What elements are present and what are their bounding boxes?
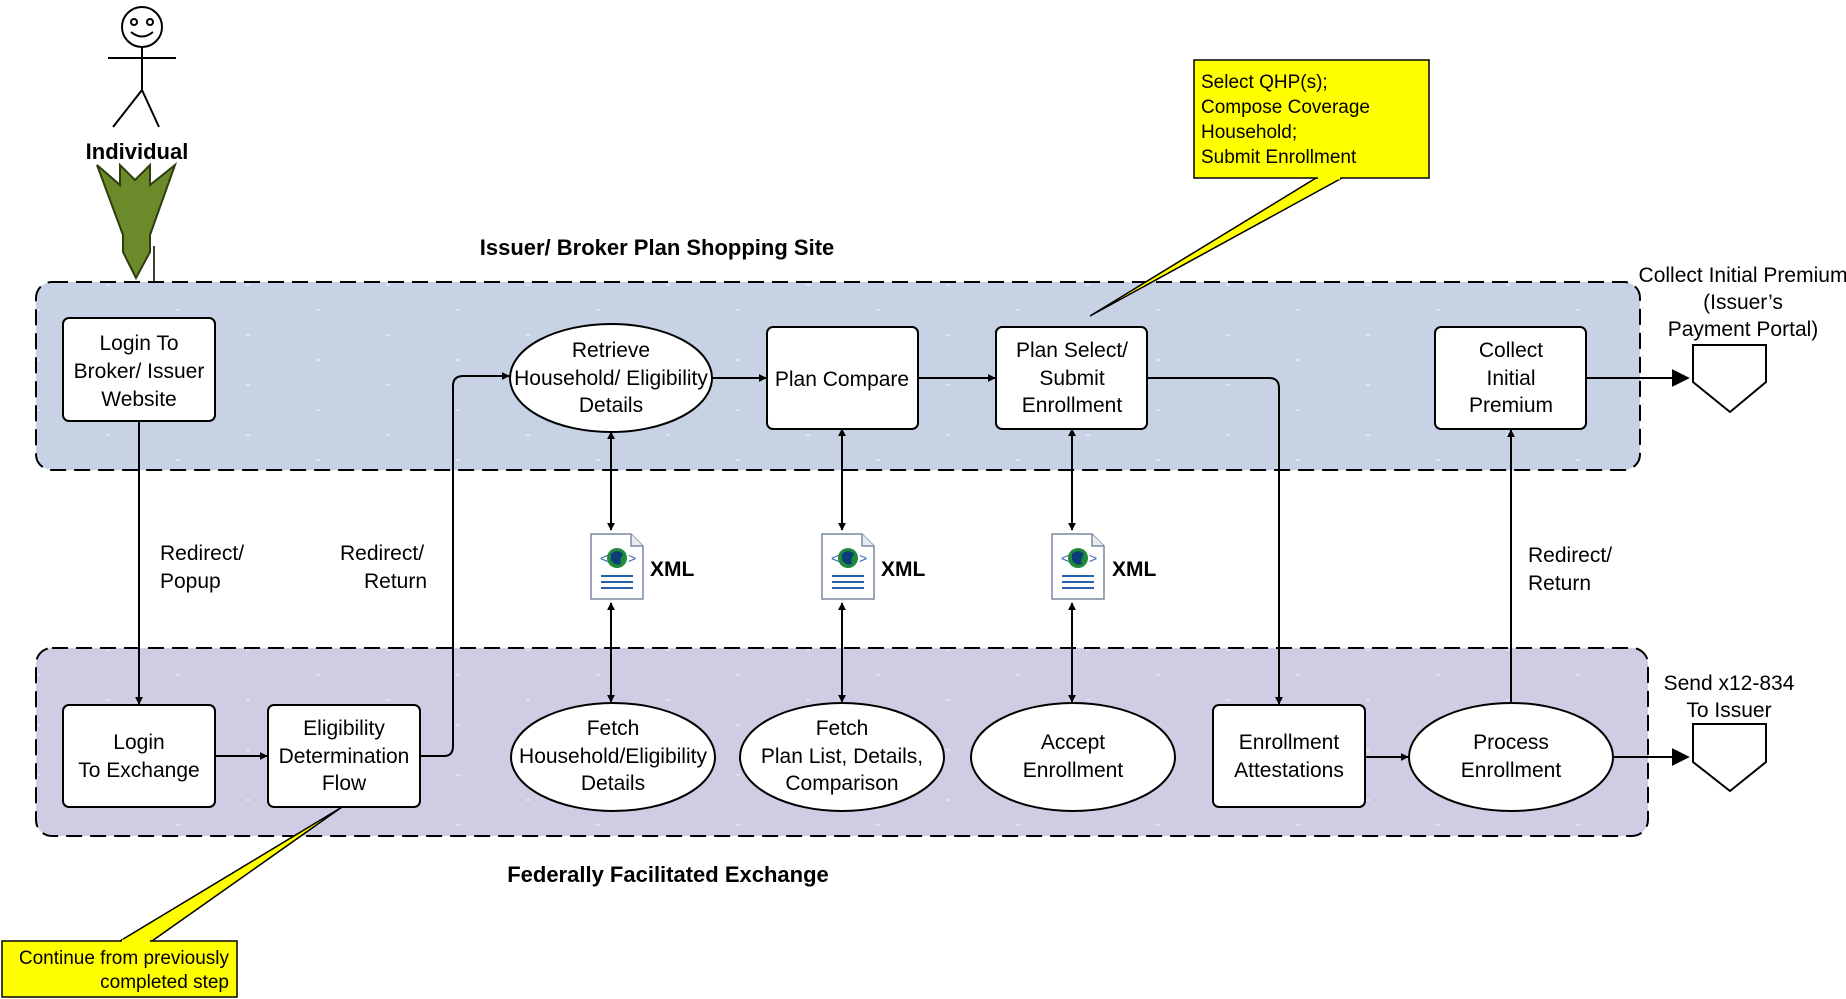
edge-label-redirect-return-left-2: Return <box>364 570 427 593</box>
terminal-collect-label-2: (Issuer’s <box>1703 291 1783 314</box>
terminal-collect-premium <box>1692 344 1767 414</box>
edge-label-redirect-popup-1: Redirect/ <box>160 542 244 565</box>
svg-text:Compose Coverage: Compose Coverage <box>1201 97 1370 118</box>
svg-text:Enrollment: Enrollment <box>1461 759 1562 782</box>
edge-select-attestations <box>1147 377 1283 705</box>
svg-text:Website: Website <box>101 388 176 411</box>
callout-select-qhp: Select QHP(s); Compose Coverage Househol… <box>1089 59 1430 317</box>
lane-title-bottom: Federally Facilitated Exchange <box>507 862 829 887</box>
node-eligibility-flow: Eligibility Determination Flow <box>267 704 421 808</box>
edge-label-redirect-return-left-1: Redirect/ <box>340 542 424 565</box>
svg-text:Process: Process <box>1473 731 1549 754</box>
terminal-send-label-1: Send x12-834 <box>1664 672 1795 695</box>
svg-text:Premium: Premium <box>1469 394 1553 417</box>
svg-text:completed step: completed step <box>100 972 229 993</box>
node-login-exchange: Login To Exchange <box>62 704 216 808</box>
svg-text:Submit: Submit <box>1039 367 1105 390</box>
individual-actor-icon <box>108 6 176 128</box>
node-fetch-household: Fetch Household/Eligibility Details <box>510 702 716 812</box>
node-process-enrollment: Process Enrollment <box>1408 702 1614 812</box>
edge-eligibility-retrieve <box>420 372 510 757</box>
actor-label: Individual <box>86 139 189 164</box>
svg-text:To Exchange: To Exchange <box>78 759 199 782</box>
svg-text:Enrollment: Enrollment <box>1023 759 1124 782</box>
svg-text:Details: Details <box>579 394 643 417</box>
svg-text:Determination: Determination <box>279 745 410 768</box>
node-collect-premium: Collect Initial Premium <box>1434 326 1587 430</box>
node-plan-compare: Plan Compare <box>766 326 919 430</box>
svg-text:Household;: Household; <box>1201 122 1297 143</box>
svg-text:Household/Eligibility: Household/Eligibility <box>519 745 707 768</box>
svg-text:Submit Enrollment: Submit Enrollment <box>1201 147 1357 168</box>
svg-text:Fetch: Fetch <box>816 717 869 740</box>
xml-document-icon <box>821 533 875 600</box>
xml-label: XML <box>650 558 695 581</box>
svg-text:Attestations: Attestations <box>1234 759 1344 782</box>
node-retrieve-household: Retrieve Household/ Eligibility Details <box>509 323 713 433</box>
node-enrollment-attestations: Enrollment Attestations <box>1212 704 1366 808</box>
node-fetch-plans: Fetch Plan List, Details, Comparison <box>739 702 945 812</box>
svg-text:Details: Details <box>581 772 645 795</box>
edge-label-redirect-return-right-1: Redirect/ <box>1528 544 1612 567</box>
svg-text:Broker/ Issuer: Broker/ Issuer <box>74 360 205 383</box>
svg-text:Accept: Accept <box>1041 731 1105 754</box>
xml-document-icon <box>590 533 644 600</box>
node-login-broker: Login To Broker/ Issuer Website <box>62 317 216 422</box>
svg-text:Plan Compare: Plan Compare <box>775 368 909 391</box>
svg-text:Eligibility: Eligibility <box>303 717 385 740</box>
edge-label-redirect-popup-2: Popup <box>160 570 221 593</box>
node-accept-enrollment: Accept Enrollment <box>970 702 1176 812</box>
svg-text:Collect: Collect <box>1479 339 1543 362</box>
edge-label-redirect-return-right-2: Return <box>1528 572 1591 595</box>
svg-text:Comparison: Comparison <box>785 772 898 795</box>
terminal-collect-label-3: Payment Portal) <box>1668 318 1819 341</box>
svg-text:Retrieve: Retrieve <box>572 339 650 362</box>
svg-text:Select QHP(s);: Select QHP(s); <box>1201 72 1328 93</box>
svg-text:Login To: Login To <box>99 332 178 355</box>
svg-text:Initial: Initial <box>1486 367 1535 390</box>
svg-text:Enrollment: Enrollment <box>1239 731 1340 754</box>
connectors <box>135 369 1690 766</box>
svg-text:Fetch: Fetch <box>587 717 640 740</box>
lane-title-top: Issuer/ Broker Plan Shopping Site <box>480 235 835 260</box>
svg-text:Plan List, Details,: Plan List, Details, <box>761 745 923 768</box>
svg-text:Flow: Flow <box>322 772 367 795</box>
xml-document-icon <box>1051 533 1105 600</box>
node-plan-select: Plan Select/ Submit Enrollment <box>995 326 1148 430</box>
callout-continue-step: Continue from previously completed step <box>1 806 343 998</box>
terminal-collect-label-1: Collect Initial Premium <box>1639 264 1846 287</box>
xml-label: XML <box>881 558 926 581</box>
terminal-send-label-2: To Issuer <box>1686 699 1771 722</box>
svg-text:Enrollment: Enrollment <box>1022 394 1123 417</box>
entry-arrow-icon <box>96 162 178 281</box>
svg-text:Login: Login <box>113 731 164 754</box>
xml-label: XML <box>1112 558 1157 581</box>
svg-text:Continue from previously: Continue from previously <box>19 948 230 969</box>
terminal-send-834 <box>1692 723 1767 793</box>
svg-text:Plan Select/: Plan Select/ <box>1016 339 1128 362</box>
svg-text:Household/ Eligibility: Household/ Eligibility <box>514 367 708 390</box>
